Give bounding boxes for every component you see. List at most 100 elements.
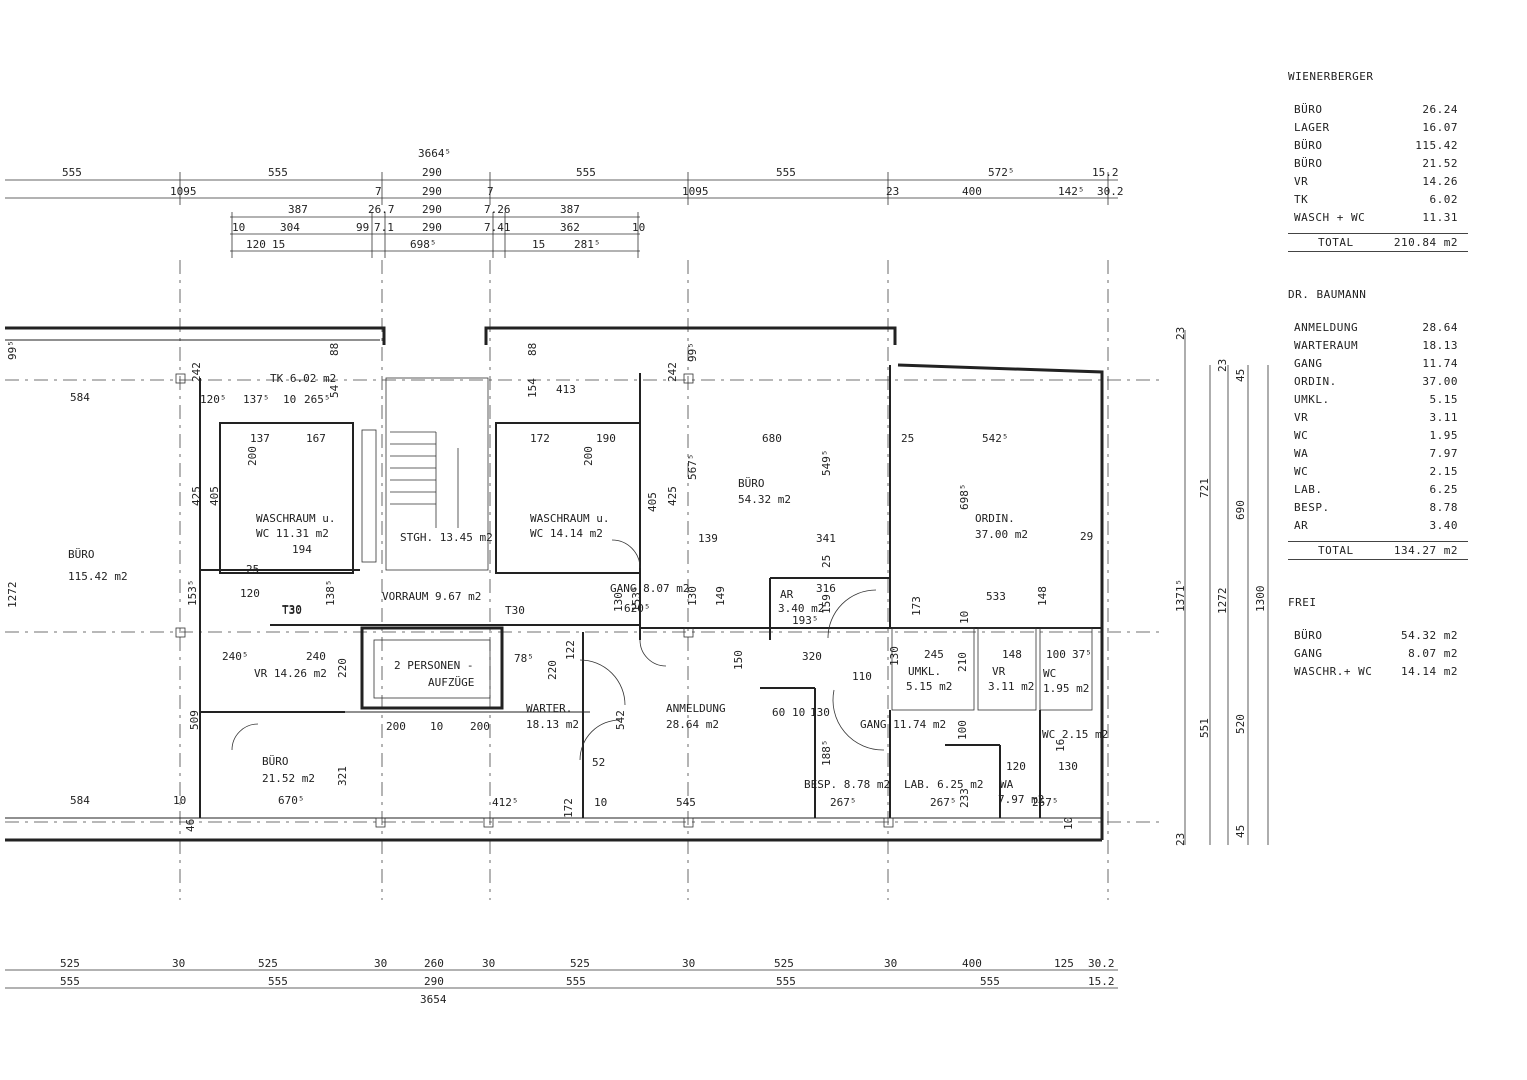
dim-int-15: 153⁵ (186, 580, 199, 607)
dim-int-51: 149 (714, 586, 727, 606)
dim-int-79: 120 (1006, 760, 1026, 773)
dim-int-87: 267⁵ (830, 796, 857, 809)
legend-label: BÜRO (1294, 139, 1323, 152)
dim-bottom-1-5: 30 (482, 957, 495, 970)
dim-int-6: 54 (328, 384, 341, 398)
dim-int-13: 120 (240, 587, 260, 600)
legend-value: 8.07 m2 (1408, 647, 1458, 660)
legend-value: 3.40 (1429, 519, 1458, 532)
dim-int-19: 240 (306, 650, 326, 663)
dimension-labels: 3664⁵ 555 555 290 555 555 572⁵ 15.2 1095… (6, 147, 1267, 1006)
legend-label: BÜRO (1294, 629, 1323, 642)
dim-top-2-5: 23 (886, 185, 899, 198)
legend-row: UMKL.5.15 (1288, 391, 1468, 409)
room-besp: BESP. 8.78 m2 (804, 778, 890, 791)
dim-bottom-1-6: 525 (570, 957, 590, 970)
door-t30-b: T30 (505, 604, 525, 617)
dim-int-46: 159 (820, 594, 833, 614)
dim-right-far-1: 690 (1234, 500, 1247, 520)
dim-right-inner-0: 23 (1216, 359, 1229, 372)
door-t30-a: T30 (282, 604, 302, 617)
dim-int-45: 316 (816, 582, 836, 595)
dim-right-mid-1: 551 (1198, 718, 1211, 738)
dim-bottom-overall: 3654 (420, 993, 447, 1006)
dim-int-23: 670⁵ (278, 794, 305, 807)
dim-bottom-2-2: 290 (424, 975, 444, 988)
dim-int-4: 10 (283, 393, 296, 406)
dim-int-21: 509 (188, 710, 201, 730)
dim-int-43: 341 (816, 532, 836, 545)
dim-right-far-2: 520 (1234, 714, 1247, 734)
dim-top-2-3: 7 (487, 185, 494, 198)
legend-row: BESP.8.78 (1288, 499, 1468, 517)
dim-int-91: 10 (1062, 817, 1075, 830)
dim-int-75: 10 (792, 706, 805, 719)
legend-label: WA (1294, 447, 1309, 460)
dim-top-3-3: 7.26 (484, 203, 511, 216)
dim-top-4-1: 304 (280, 221, 300, 234)
dim-int-38: 549⁵ (820, 450, 833, 477)
dim-int-81: 130 (1058, 760, 1078, 773)
dim-int-40: 542⁵ (982, 432, 1009, 445)
dim-int-56: 173 (910, 596, 923, 616)
legend-value: 2.15 (1429, 465, 1458, 478)
legend-value: 21.52 (1422, 157, 1458, 170)
dim-int-60: 100 (1046, 648, 1066, 661)
legend-title: WIENERBERGER (1288, 70, 1374, 83)
dim-int-17: 138⁵ (324, 580, 337, 607)
dim-int-77: 188⁵ (820, 740, 833, 767)
legend-value: 11.74 (1422, 357, 1458, 370)
legend-value: 26.24 (1422, 103, 1458, 116)
dim-int-54: 533 (986, 590, 1006, 603)
legend-value: 54.32 m2 (1401, 629, 1458, 642)
dim-left-2: 1272 (6, 582, 19, 609)
legend-label: LAB. (1294, 483, 1323, 496)
dim-top-4-2: 99 (356, 221, 369, 234)
legend-value: 115.42 (1415, 139, 1458, 152)
room-wc195-line1: WC (1043, 667, 1056, 680)
dim-bottom-1-0: 525 (60, 957, 80, 970)
dim-top-overall: 3664⁵ (418, 147, 451, 160)
dim-int-9: 200 (246, 446, 259, 466)
legend-label: VR (1294, 411, 1309, 424)
dim-int-84: 200 (470, 720, 490, 733)
dim-bottom-1-3: 30 (374, 957, 387, 970)
dim-top-4-0: 10 (232, 221, 245, 234)
dim-bottom-1-11: 125 (1054, 957, 1074, 970)
dim-top-4-4: 290 (422, 221, 442, 234)
room-ordin-line1: ORDIN. (975, 512, 1015, 525)
dim-bottom-1-10: 400 (962, 957, 982, 970)
room-buero115-line2: 115.42 m2 (68, 570, 128, 583)
legend-label: WARTERAUM (1294, 339, 1359, 352)
legend-value: 14.26 (1422, 175, 1458, 188)
dim-int-71: 150 (732, 650, 745, 670)
legend-label: WASCH + WC (1294, 211, 1366, 224)
dim-int-57: 245 (924, 648, 944, 661)
dim-top-4-5: 7.41 (484, 221, 511, 234)
dim-int-25: 46 (184, 819, 197, 832)
dim-top-2-6: 400 (962, 185, 982, 198)
dim-int-49: 153⁵ (630, 586, 643, 613)
dim-bottom-2-3: 555 (566, 975, 586, 988)
dim-top-1-4: 555 (776, 166, 796, 179)
dim-int-11: 405 (208, 486, 221, 506)
dim-int-27: 154 (526, 378, 539, 398)
dim-int-74: 60 (772, 706, 785, 719)
room-vr3-line1: VR (992, 665, 1006, 678)
dim-int-62: 210 (956, 652, 969, 672)
room-aufzuege-line2: AUFZÜGE (428, 676, 474, 689)
dim-top-3-2: 290 (422, 203, 442, 216)
dim-top-4-3: 7.1 (374, 221, 394, 234)
dim-top-5-3: 15 (532, 238, 545, 251)
legend-label: TK (1294, 193, 1309, 206)
